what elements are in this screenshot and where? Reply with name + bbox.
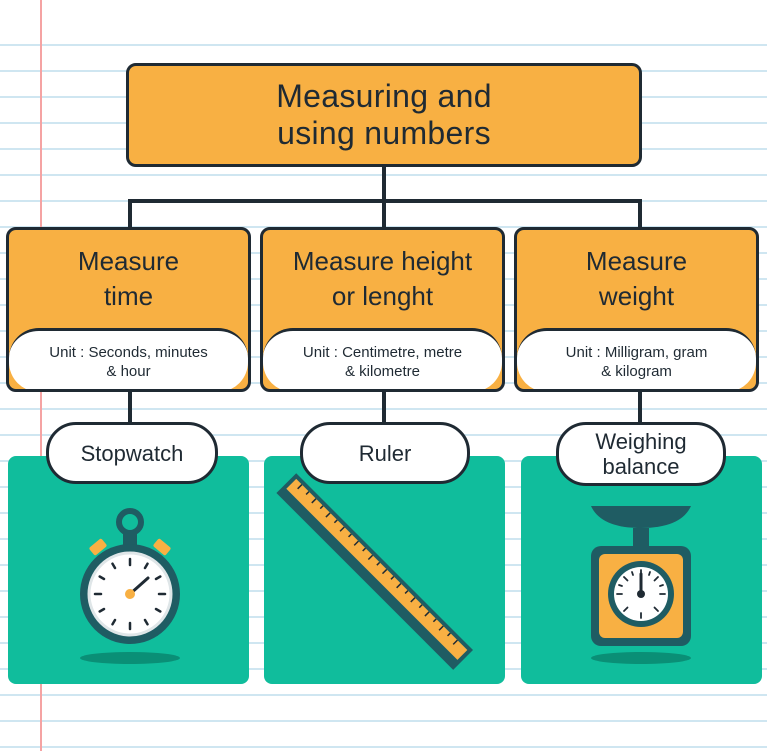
- connector-right-tool: [638, 390, 642, 424]
- connector-left-tool: [128, 390, 132, 424]
- stopwatch-icon: [80, 508, 180, 664]
- category-title-line-2: or lenght: [331, 281, 434, 311]
- unit-line-2: & kilometre: [344, 362, 421, 380]
- tool-label-line-1: Weighing: [595, 429, 687, 454]
- unit-line-2: & kilogram: [601, 362, 672, 380]
- unit-line-1: Unit : Seconds, minutes: [49, 343, 208, 361]
- weighing-scale-icon: [591, 506, 691, 664]
- tool-label-stopwatch: Stopwatch: [46, 422, 218, 484]
- category-title-length: Measure height or lenght: [263, 244, 502, 314]
- title-line-1: Measuring and: [276, 78, 492, 114]
- tool-label-line-2: balance: [602, 454, 680, 479]
- unit-label-weight: Unit : Milligram, gram & kilogram: [517, 328, 756, 389]
- connector-middle-drop: [382, 199, 386, 229]
- tool-label-ruler: Ruler: [300, 422, 470, 484]
- tool-label-weighing-balance: Weighing balance: [556, 422, 726, 486]
- connector-trunk: [382, 165, 386, 201]
- ruler-icon: [276, 473, 473, 670]
- category-title-line-2: time: [103, 281, 154, 311]
- category-box-weight: Measure weight Unit : Milligram, gram & …: [514, 227, 759, 392]
- tool-label-text: Stopwatch: [80, 440, 184, 466]
- connector-left-drop: [128, 199, 132, 229]
- unit-line-2: & hour: [106, 362, 151, 380]
- connector-right-drop: [638, 199, 642, 229]
- category-title-weight: Measure weight: [517, 244, 756, 314]
- tool-label-text: Ruler: [358, 440, 412, 466]
- unit-label-time: Unit : Seconds, minutes & hour: [9, 328, 248, 389]
- category-box-length: Measure height or lenght Unit : Centimet…: [260, 227, 505, 392]
- title-box: Measuring and using numbers: [126, 63, 642, 167]
- diagram-title: Measuring and using numbers: [276, 78, 492, 152]
- category-title-line-1: Measure: [585, 246, 688, 276]
- category-box-time: Measure time Unit : Seconds, minutes & h…: [6, 227, 251, 392]
- category-title-line-2: weight: [598, 281, 675, 311]
- connector-middle-tool: [382, 390, 386, 424]
- title-line-2: using numbers: [277, 115, 491, 151]
- category-title-line-1: Measure: [77, 246, 180, 276]
- unit-line-1: Unit : Centimetre, metre: [302, 343, 463, 361]
- unit-label-length: Unit : Centimetre, metre & kilometre: [263, 328, 502, 389]
- category-title-time: Measure time: [9, 244, 248, 314]
- category-title-line-1: Measure height: [292, 246, 473, 276]
- unit-line-1: Unit : Milligram, gram: [565, 343, 708, 361]
